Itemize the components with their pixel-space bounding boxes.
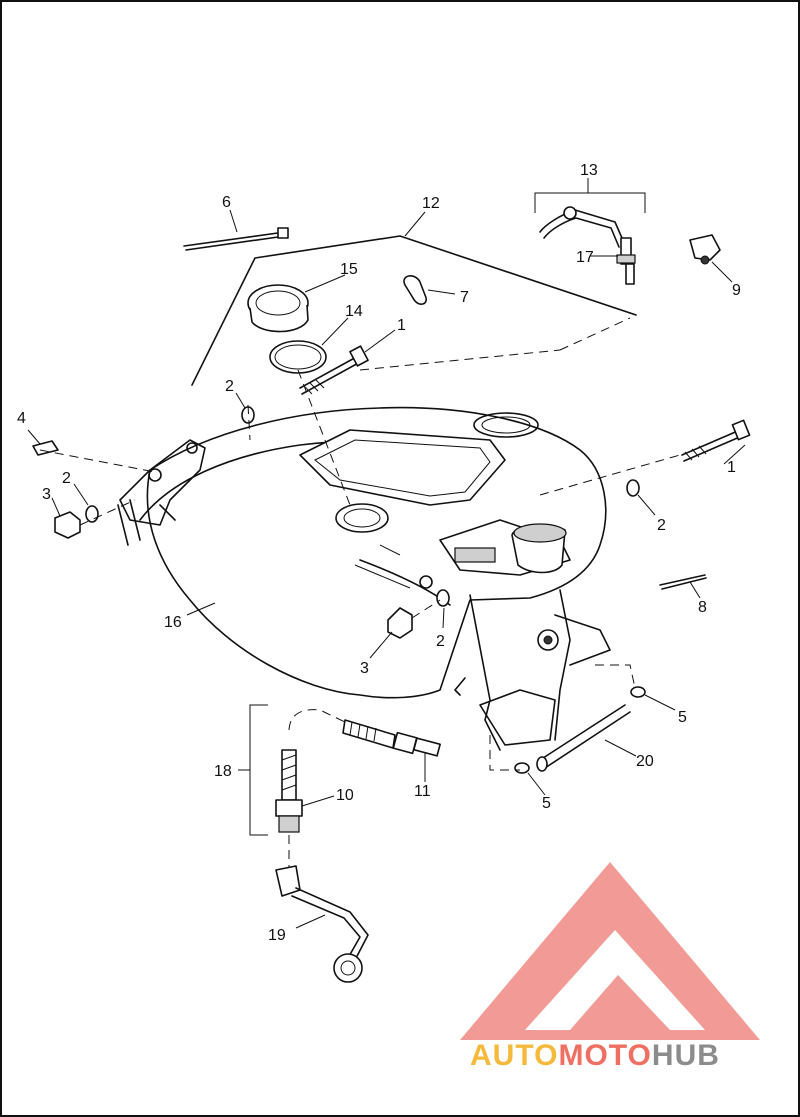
callout-16: 16 [164, 614, 182, 631]
tank-front-mount [119, 439, 206, 526]
tank-mount-hole [148, 468, 162, 482]
watermark-hub: HUB [652, 1039, 720, 1072]
bracket-13 [534, 192, 646, 213]
tank-mount-hole-2 [186, 442, 198, 454]
part-17-fitting [616, 237, 636, 285]
leader-lines [27, 178, 746, 929]
part-6-cable-strap [183, 227, 289, 251]
part-8-pin [659, 574, 707, 590]
callout-10: 10 [336, 787, 354, 804]
callout-6: 6 [222, 194, 231, 211]
callout-2b: 2 [62, 470, 71, 487]
watermark-auto: AUTO [470, 1039, 558, 1072]
callout-5b: 5 [542, 795, 551, 812]
callout-8: 8 [698, 599, 707, 616]
part-11-fuel-line [342, 719, 441, 757]
tank-tunnel-base [479, 689, 556, 746]
tank-hole [419, 575, 433, 589]
callout-13: 13 [580, 162, 598, 179]
tank-drain-stub [454, 677, 466, 696]
tank-tunnel [469, 589, 571, 751]
callout-19: 19 [268, 927, 286, 944]
callout-5a: 5 [678, 709, 687, 726]
part-19-supply-line [275, 865, 369, 983]
tank-filler-opening-inner [481, 416, 531, 434]
callout-15: 15 [340, 261, 358, 278]
watermark-text: AUTOMOTOHUB [470, 1039, 720, 1072]
part-5-clamp-b [514, 762, 530, 774]
fuel-tank [117, 406, 611, 751]
tank-pump-opening-inner [343, 508, 381, 528]
callout-14: 14 [345, 303, 363, 320]
watermark-logo [460, 862, 760, 1040]
callout-1a: 1 [397, 317, 406, 334]
tank-pump-opening [335, 503, 389, 533]
part-4-clip-nut [32, 440, 59, 456]
tank-lines [354, 544, 411, 589]
assembly-lines [39, 317, 681, 868]
callout-17: 17 [576, 249, 594, 266]
callout-3a: 3 [42, 486, 51, 503]
callout-18: 18 [214, 763, 232, 780]
part-2-washer-b [85, 505, 99, 523]
tank-filler-opening [473, 412, 539, 438]
tank-top-plate-inner [314, 439, 491, 497]
part-20-hose-b [544, 711, 631, 769]
part-14-o-ring [269, 340, 327, 374]
part-3-nut-a [54, 511, 81, 539]
tank-vent-valve-core [543, 635, 553, 645]
callout-4: 4 [17, 410, 26, 427]
callout-2c: 2 [657, 517, 666, 534]
tank-top-plate [299, 429, 506, 506]
callout-2d: 2 [436, 633, 445, 650]
watermark-moto: MOTO [558, 1039, 651, 1072]
watermark-triangle-core [570, 975, 670, 1030]
callout-1b: 1 [727, 459, 736, 476]
tank-connector-block [454, 547, 496, 563]
callout-labels: 13 6 12 17 15 9 7 14 1 2 4 1 2 3 2 8 16 … [17, 162, 741, 944]
part-3-nut-b [387, 607, 413, 639]
part-15-plug [247, 284, 309, 333]
callout-3b: 3 [360, 660, 369, 677]
part-2-washer-d [436, 589, 450, 607]
part-2-washer-c [626, 479, 640, 497]
tank-bracket [117, 499, 176, 546]
tank-filler-cap-top [513, 523, 567, 543]
part-1-bolt-left [299, 345, 369, 395]
part-9-clamp [689, 234, 721, 265]
part-7-clip [403, 275, 427, 305]
part-20-hose [539, 704, 626, 761]
part-20-hose-end [536, 756, 548, 772]
part-1-bolt-right [681, 419, 751, 462]
tank-body-outline [146, 406, 607, 699]
callout-2a: 2 [225, 378, 234, 395]
part-12-rod [191, 235, 637, 386]
tank-tunnel-flange [554, 614, 611, 666]
callout-9: 9 [732, 282, 741, 299]
tank-vent-valve [537, 629, 559, 651]
callout-7: 7 [460, 289, 469, 306]
bracket-18 [249, 704, 268, 836]
part-13-vent-hose [539, 206, 626, 248]
callout-20: 20 [636, 753, 654, 770]
part-10-fuel-fitting [275, 749, 303, 833]
callout-11: 11 [414, 783, 431, 800]
part-5-clamp-a [630, 686, 646, 698]
callout-12: 12 [422, 195, 440, 212]
